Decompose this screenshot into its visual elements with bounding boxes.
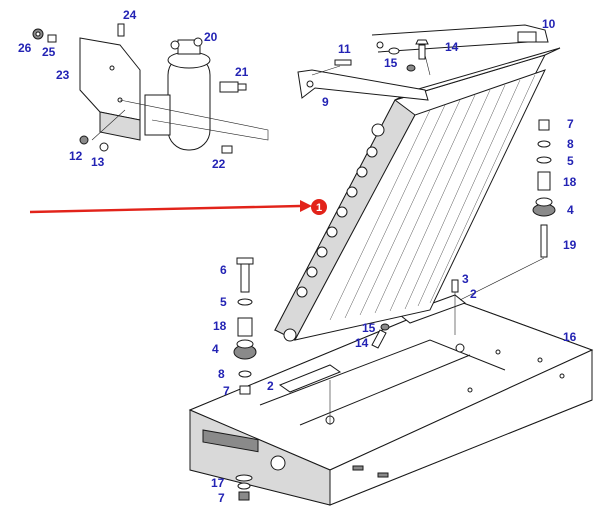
callout-19: 19 (563, 238, 577, 252)
base-frame (188, 294, 594, 506)
support-bar (371, 24, 549, 53)
callout-12: 12 (69, 149, 83, 163)
callout-2-left: 2 (267, 379, 274, 393)
callout-5-right: 5 (567, 154, 574, 168)
callout-15-top: 15 (384, 56, 398, 70)
callout-23: 23 (56, 68, 70, 82)
callout-21: 21 (235, 65, 249, 79)
stay-bracket (297, 69, 429, 101)
callout-9: 9 (322, 95, 329, 109)
callout-10: 10 (542, 17, 556, 31)
fasteners-top-left (32, 23, 352, 154)
callout-8-right: 8 (567, 137, 574, 151)
callout-7-right: 7 (567, 117, 574, 131)
callout-7-left: 7 (223, 384, 230, 398)
condenser-core (274, 47, 561, 342)
center-fasteners (371, 279, 459, 349)
bottom-fasteners (235, 474, 253, 501)
callout-17: 17 (211, 476, 225, 490)
callout-5-left: 5 (220, 295, 227, 309)
receiver-drier (144, 37, 211, 151)
part-marker-number: 1 (316, 202, 322, 214)
leader-lines (91, 54, 456, 425)
callout-4-left: 4 (212, 342, 219, 356)
callout-7-bottom: 7 (218, 491, 225, 505)
callout-4-right: 4 (567, 203, 574, 217)
left-mount-stack (233, 257, 257, 395)
callout-26: 26 (18, 41, 32, 55)
callout-22: 22 (212, 157, 226, 171)
callout-13: 13 (91, 155, 105, 169)
callout-2-right: 2 (470, 287, 477, 301)
mounting-bracket (79, 37, 141, 141)
right-mount-stack (459, 119, 556, 301)
callout-16: 16 (563, 330, 577, 344)
callout-18-right: 18 (563, 175, 577, 189)
part-marker-badge (311, 199, 327, 215)
callout-15-center: 15 (362, 321, 376, 335)
callout-24: 24 (123, 8, 137, 22)
callout-14-top: 14 (445, 40, 459, 54)
callout-14-center: 14 (355, 336, 369, 350)
fasteners-top-right (388, 39, 429, 72)
callout-8-left: 8 (218, 367, 225, 381)
pressure-switch (219, 81, 247, 93)
callout-25: 25 (42, 45, 56, 59)
callout-11: 11 (338, 42, 351, 56)
tube-loops (296, 146, 378, 298)
highlight-arrow: 1 (29, 199, 327, 215)
callout-18-left: 18 (213, 319, 227, 333)
callout-20: 20 (204, 30, 218, 44)
callout-6: 6 (220, 263, 227, 277)
callout-labels: 24 20 26 25 23 21 11 10 14 15 9 12 13 22… (18, 8, 577, 505)
callout-3: 3 (462, 272, 469, 286)
